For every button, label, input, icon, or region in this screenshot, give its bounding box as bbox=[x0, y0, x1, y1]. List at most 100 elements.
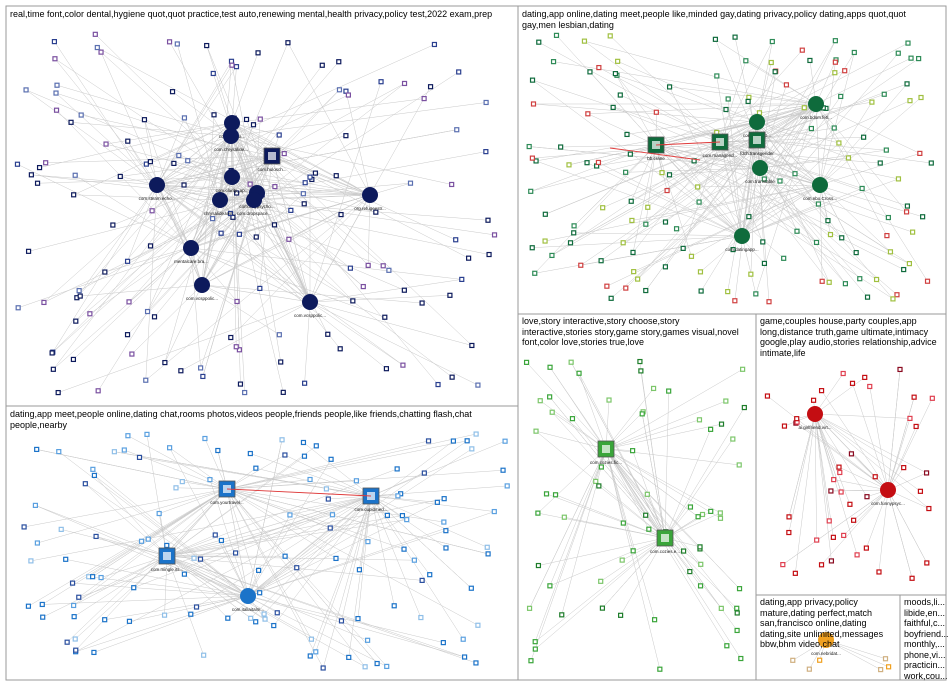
hub-node[interactable]: com.nbo.Cross... bbox=[803, 177, 837, 201]
leaf-node bbox=[237, 381, 244, 387]
leaf-node bbox=[917, 488, 924, 494]
hub-node[interactable]: com.dropspace... bbox=[237, 192, 272, 216]
edge bbox=[815, 103, 920, 154]
hub-node[interactable]: com.italiaitalm... bbox=[232, 588, 264, 612]
hub-node[interactable]: com.cozies.e... bbox=[650, 529, 680, 554]
group-label-1: real,time font,color dental,hygiene quot… bbox=[10, 9, 493, 19]
edge bbox=[887, 489, 913, 579]
edge bbox=[166, 555, 266, 620]
hub-circle bbox=[212, 192, 228, 208]
edge bbox=[887, 397, 915, 491]
edge bbox=[226, 479, 311, 490]
hub-node[interactable]: com.steam.echo... bbox=[139, 177, 176, 201]
leaf-node bbox=[301, 453, 308, 459]
hub-node[interactable]: com.vcsppolic... bbox=[186, 277, 218, 301]
leaf-node bbox=[550, 59, 557, 65]
edge bbox=[206, 45, 311, 303]
edge bbox=[190, 135, 232, 249]
hub-node[interactable]: com.bdsm.fetl... bbox=[800, 96, 832, 120]
hub-node[interactable]: com.datingapp... bbox=[725, 228, 759, 252]
hub-node[interactable]: bb.crane bbox=[647, 136, 665, 161]
hub-node[interactable]: chrysalide.test... bbox=[204, 192, 237, 216]
leaf-node bbox=[867, 383, 873, 390]
edge bbox=[532, 235, 743, 248]
leaf-node bbox=[23, 87, 29, 93]
leaf-node bbox=[549, 252, 555, 259]
edge bbox=[764, 103, 817, 180]
leaf-node bbox=[34, 446, 40, 453]
leaf-node bbox=[401, 287, 407, 293]
leaf-node bbox=[783, 82, 790, 88]
hub-node[interactable]: com.clarity_ap... bbox=[216, 169, 249, 193]
leaf-node bbox=[313, 649, 319, 655]
hub-node[interactable]: fdch.transgender bbox=[740, 131, 774, 156]
hub-node[interactable]: com.vcsppolic... bbox=[294, 294, 326, 318]
leaf-node bbox=[70, 356, 77, 363]
leaf-node bbox=[832, 70, 838, 76]
leaf-node bbox=[56, 448, 62, 455]
hub-node[interactable]: ai.girlfriend.virt... bbox=[798, 406, 832, 430]
edge bbox=[169, 447, 249, 597]
hub-node[interactable]: mentalcare.bra... bbox=[174, 240, 208, 264]
edge bbox=[587, 113, 657, 146]
leaf-node bbox=[173, 485, 179, 491]
hub-node[interactable]: com.transtable bbox=[745, 160, 775, 184]
hub-circle bbox=[812, 177, 828, 193]
hub-circle bbox=[149, 177, 165, 193]
leaf-node bbox=[630, 249, 636, 256]
leaf-node bbox=[857, 276, 863, 282]
leaf-node bbox=[353, 478, 360, 484]
leaf-node bbox=[535, 562, 542, 569]
leaf-node bbox=[469, 446, 475, 452]
leaf-node bbox=[723, 398, 729, 404]
edge bbox=[540, 400, 607, 450]
leaf-node bbox=[627, 151, 633, 157]
leaf-node bbox=[571, 223, 577, 229]
leaf-node bbox=[761, 176, 767, 182]
hub-node[interactable]: org.refugeestr... bbox=[354, 187, 386, 211]
edge bbox=[190, 247, 201, 368]
leaf-node bbox=[929, 395, 935, 401]
edge bbox=[584, 40, 721, 143]
edge bbox=[175, 487, 228, 490]
edge bbox=[156, 61, 232, 186]
edge bbox=[819, 101, 873, 186]
leaf-node bbox=[910, 229, 916, 235]
hub-circle bbox=[734, 228, 750, 244]
edge bbox=[573, 232, 743, 237]
edge bbox=[534, 235, 743, 274]
edge bbox=[370, 495, 472, 589]
edge bbox=[741, 139, 758, 237]
leaf-node bbox=[542, 211, 548, 217]
leaf-node bbox=[383, 366, 390, 372]
hub-node[interactable]: com.cozies.fic... bbox=[590, 440, 622, 465]
hub-node[interactable]: com.funnypsyc... bbox=[871, 482, 905, 506]
edge bbox=[92, 488, 228, 577]
leaf-node bbox=[743, 58, 749, 64]
hub-node[interactable]: com.holosch... bbox=[257, 147, 287, 172]
hub-node[interactable]: com.nebridat... bbox=[811, 632, 841, 656]
leaf-node bbox=[346, 654, 352, 660]
leaf-node bbox=[58, 526, 64, 532]
edge bbox=[605, 448, 666, 539]
leaf-node bbox=[181, 182, 187, 188]
leaf-node bbox=[569, 416, 576, 422]
edge bbox=[141, 488, 228, 542]
leaf-node bbox=[851, 49, 857, 56]
leaf-node bbox=[207, 477, 213, 483]
hub-node[interactable]: com.mingle.its... bbox=[151, 547, 184, 572]
edge bbox=[148, 488, 228, 540]
leaf-node bbox=[585, 111, 591, 117]
leaf-node bbox=[138, 538, 145, 544]
edge bbox=[190, 595, 249, 615]
leaf-node bbox=[71, 192, 77, 198]
edge bbox=[814, 413, 830, 521]
edge bbox=[94, 475, 168, 557]
hub-label: com.cozies.fic... bbox=[590, 460, 622, 465]
hub-node[interactable]: com.chrysalide... bbox=[214, 128, 248, 152]
leaf-node bbox=[253, 465, 259, 471]
edge bbox=[605, 448, 699, 517]
edge bbox=[370, 485, 508, 497]
edge bbox=[166, 555, 465, 658]
edge bbox=[741, 235, 757, 294]
